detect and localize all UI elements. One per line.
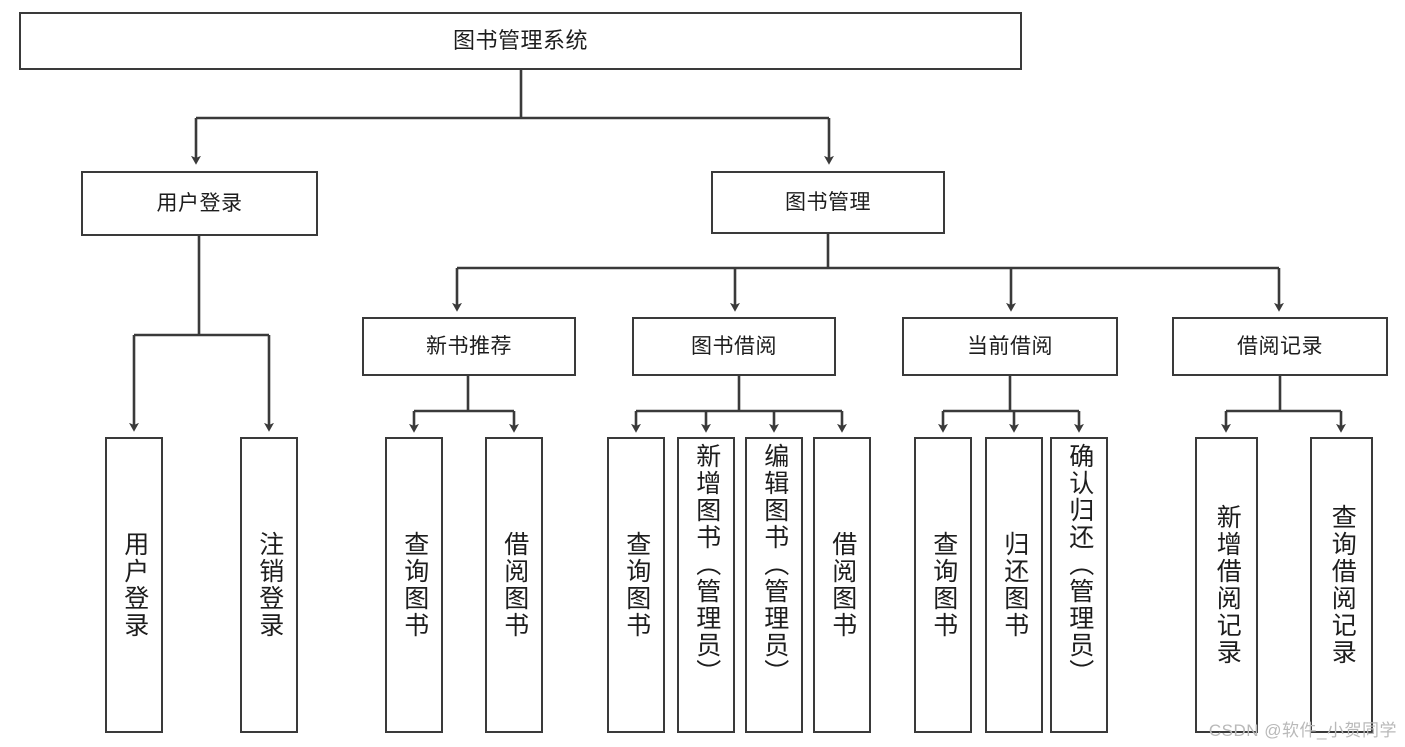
node-root-label: 图书管理系统 (452, 27, 588, 53)
node-book-management[interactable]: 图书管理 (711, 171, 945, 234)
node-root[interactable]: 图书管理系统 (19, 12, 1022, 70)
node-book-borrow-label: 图书借阅 (691, 334, 777, 358)
node-borrow-record[interactable]: 借阅记录 (1172, 317, 1388, 376)
leaf-record-add-record[interactable]: 新增借阅记录 (1195, 437, 1258, 733)
node-current-borrow[interactable]: 当前借阅 (902, 317, 1118, 376)
node-book-borrow[interactable]: 图书借阅 (632, 317, 836, 376)
leaf-record-add-record-label: 新增借阅记录 (1213, 504, 1242, 666)
leaf-current-query-book[interactable]: 查询图书 (914, 437, 972, 733)
node-user-login-label: 用户登录 (156, 191, 243, 215)
leaf-borrow-edit-book[interactable]: 编辑图书（管理员） (745, 437, 803, 733)
node-borrow-record-label: 借阅记录 (1237, 334, 1323, 358)
leaf-borrow-borrow-book-label: 借阅图书 (828, 531, 857, 639)
leaf-borrow-borrow-book[interactable]: 借阅图书 (813, 437, 871, 733)
leaf-recommend-borrow-book-label: 借阅图书 (500, 531, 529, 639)
leaf-borrow-query-book[interactable]: 查询图书 (607, 437, 665, 733)
leaf-user-login-login[interactable]: 用户登录 (105, 437, 163, 733)
leaf-record-query-record-label: 查询借阅记录 (1328, 504, 1357, 666)
leaf-borrow-edit-book-label: 编辑图书（管理员） (760, 443, 789, 686)
leaf-user-login-login-label: 用户登录 (120, 531, 149, 639)
node-book-management-label: 图书管理 (785, 190, 871, 214)
leaf-recommend-query-book[interactable]: 查询图书 (385, 437, 443, 733)
watermark: CSDN @软件_小贺同学 (1208, 721, 1397, 740)
leaf-borrow-add-book[interactable]: 新增图书（管理员） (677, 437, 735, 733)
leaf-user-login-logout[interactable]: 注销登录 (240, 437, 298, 733)
node-user-login[interactable]: 用户登录 (81, 171, 318, 236)
leaf-current-query-book-label: 查询图书 (929, 531, 958, 639)
node-new-book-recommend-label: 新书推荐 (426, 334, 512, 358)
leaf-current-return-book[interactable]: 归还图书 (985, 437, 1043, 733)
node-current-borrow-label: 当前借阅 (967, 334, 1053, 358)
leaf-user-login-logout-label: 注销登录 (255, 531, 284, 639)
leaf-borrow-query-book-label: 查询图书 (622, 531, 651, 639)
leaf-recommend-query-book-label: 查询图书 (400, 531, 429, 639)
leaf-current-return-book-label: 归还图书 (1000, 531, 1029, 639)
leaf-current-confirm-return[interactable]: 确认归还（管理员） (1050, 437, 1108, 733)
leaf-record-query-record[interactable]: 查询借阅记录 (1310, 437, 1373, 733)
leaf-current-confirm-return-label: 确认归还（管理员） (1065, 443, 1094, 686)
leaf-recommend-borrow-book[interactable]: 借阅图书 (485, 437, 543, 733)
leaf-borrow-add-book-label: 新增图书（管理员） (692, 443, 721, 686)
node-new-book-recommend[interactable]: 新书推荐 (362, 317, 576, 376)
